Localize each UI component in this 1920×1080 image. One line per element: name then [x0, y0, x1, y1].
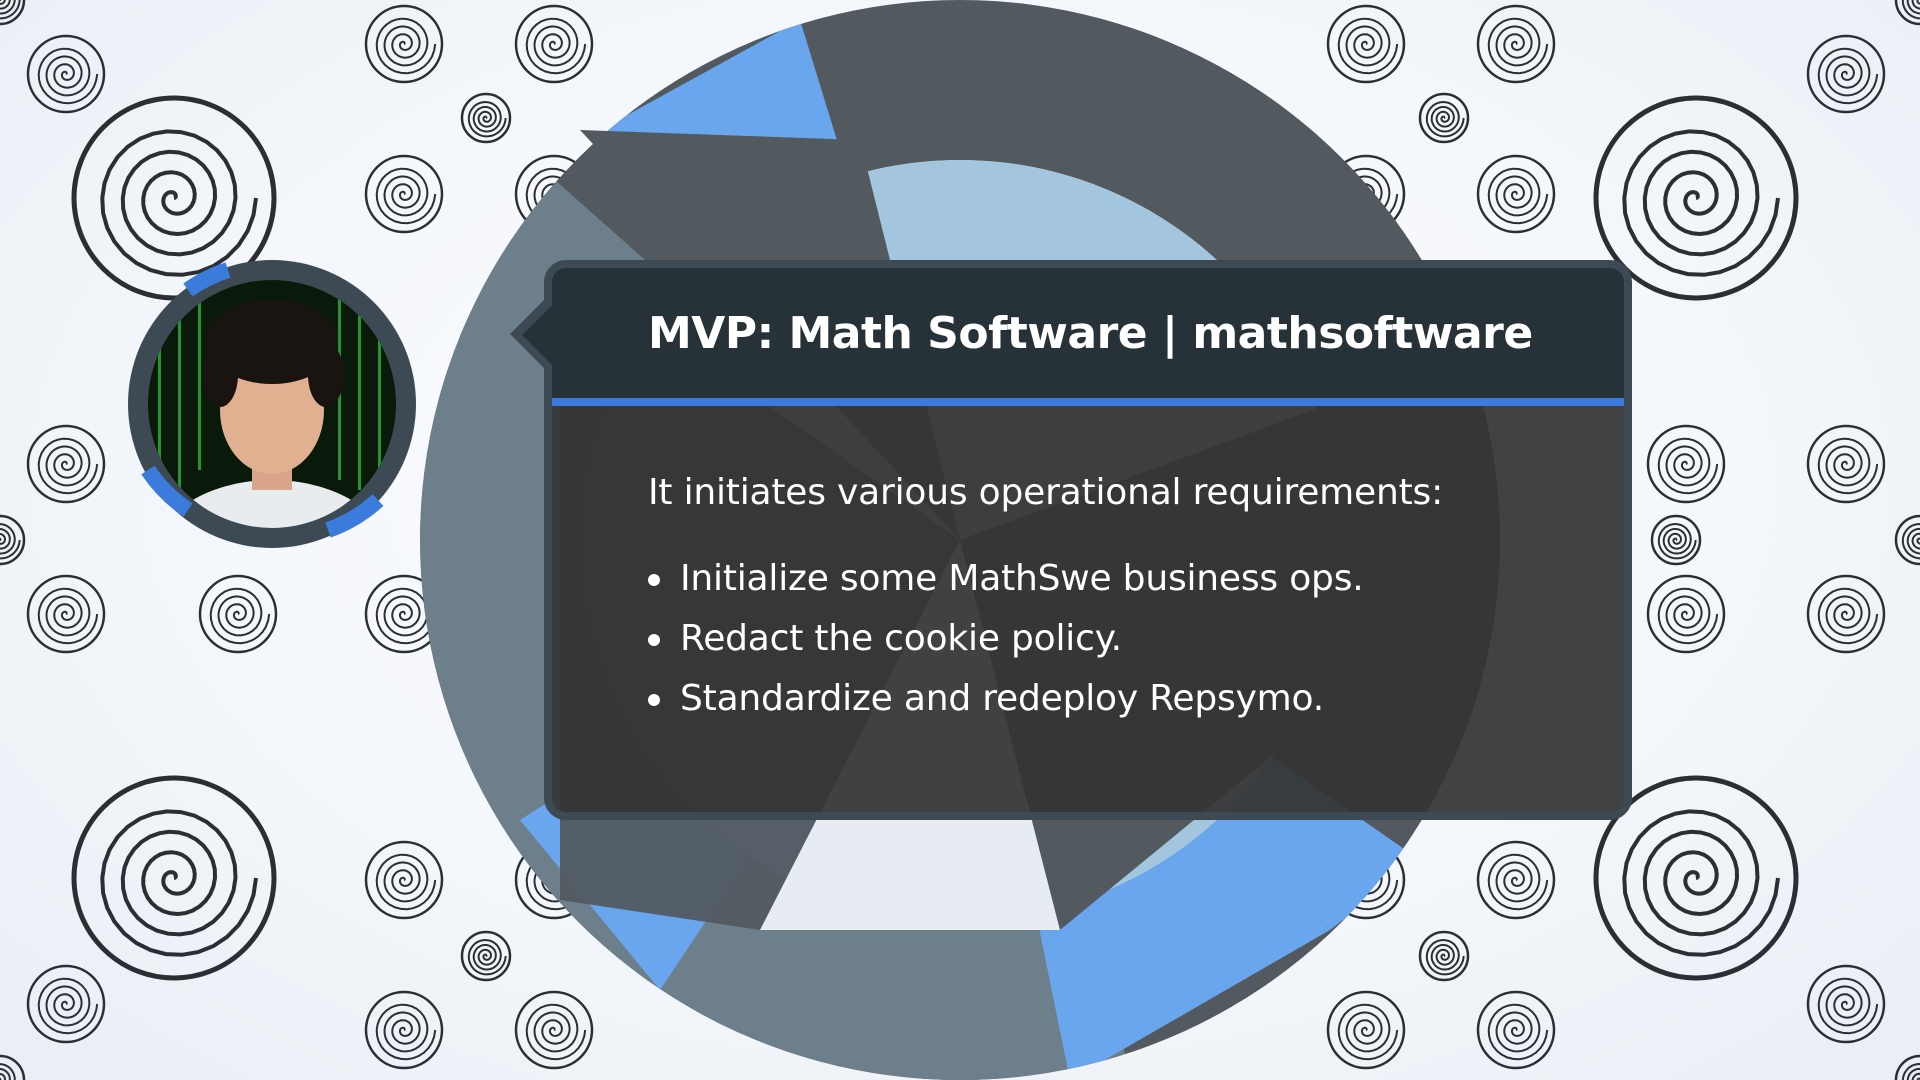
swirl-icon — [514, 990, 594, 1070]
swirl-icon — [364, 154, 444, 234]
swirl-icon — [0, 0, 26, 26]
list-item: Initialize some MathSwe business ops. — [648, 549, 1564, 609]
profile-avatar[interactable] — [128, 260, 416, 548]
card-title: MVP: Math Software | mathsoftware — [648, 307, 1533, 359]
swirl-icon — [1326, 990, 1406, 1070]
swirl-icon — [1646, 574, 1726, 654]
swirl-icon — [1806, 424, 1886, 504]
swirl-icon — [26, 34, 106, 114]
swirl-icon — [26, 574, 106, 654]
swirl-icon — [364, 4, 444, 84]
swirl-icon — [1894, 0, 1920, 26]
swirl-icon — [460, 92, 512, 144]
swirl-icon — [71, 775, 277, 981]
swirl-icon — [26, 964, 106, 1044]
list-item: Standardize and redeploy Repsymo. — [648, 669, 1564, 729]
swirl-icon — [1806, 964, 1886, 1044]
swirl-icon — [1476, 990, 1556, 1070]
card-list: Initialize some MathSwe business ops. Re… — [648, 549, 1564, 729]
swirl-icon — [1476, 154, 1556, 234]
card-header: MVP: Math Software | mathsoftware — [552, 268, 1624, 406]
swirl-icon — [364, 990, 444, 1070]
swirl-icon — [26, 424, 106, 504]
card-body: It initiates various operational require… — [552, 406, 1624, 729]
swirl-icon — [1476, 840, 1556, 920]
swirl-icon — [1894, 1054, 1920, 1080]
swirl-icon — [1593, 775, 1799, 981]
swirl-icon — [1418, 930, 1470, 982]
swirl-icon — [1326, 4, 1406, 84]
swirl-icon — [1894, 514, 1920, 566]
swirl-icon — [1806, 574, 1886, 654]
swirl-icon — [1806, 34, 1886, 114]
swirl-icon — [71, 95, 277, 301]
swirl-icon — [1476, 4, 1556, 84]
swirl-icon — [1646, 424, 1726, 504]
swirl-icon — [514, 4, 594, 84]
swirl-icon — [364, 840, 444, 920]
swirl-icon — [1418, 92, 1470, 144]
card-intro: It initiates various operational require… — [648, 472, 1444, 513]
swirl-icon — [198, 574, 278, 654]
list-item: Redact the cookie policy. — [648, 609, 1564, 669]
swirl-icon — [0, 514, 26, 566]
info-card: MVP: Math Software | mathsoftware It ini… — [544, 260, 1632, 820]
swirl-icon — [1593, 95, 1799, 301]
swirl-icon — [1650, 514, 1702, 566]
swirl-icon — [460, 930, 512, 982]
swirl-icon — [0, 1054, 26, 1080]
